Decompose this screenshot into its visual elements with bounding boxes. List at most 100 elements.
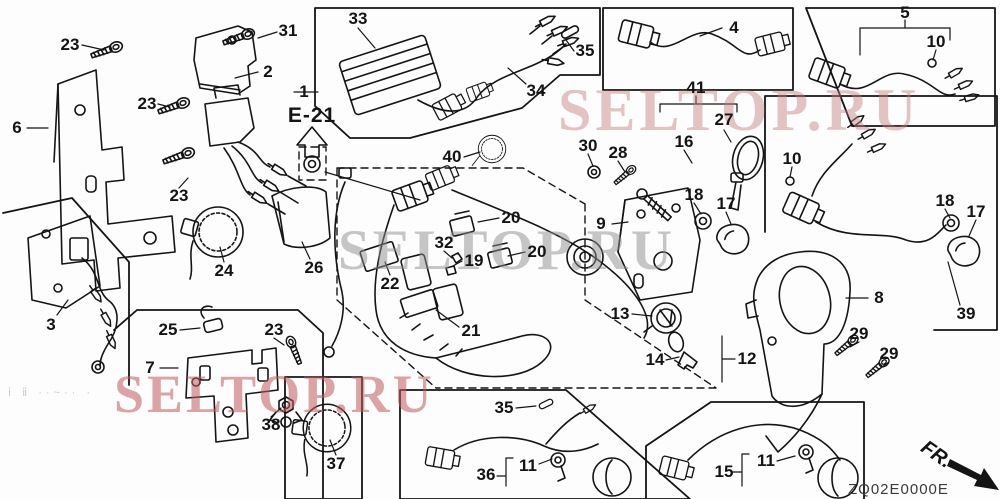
part-label-29: 29 xyxy=(879,344,899,363)
part-label-11: 11 xyxy=(757,451,775,470)
part-26-cover xyxy=(271,186,331,249)
part-14-key-set xyxy=(667,331,698,370)
part-5-harness xyxy=(807,56,981,104)
part-label-39: 39 xyxy=(956,304,976,323)
part-label-20: 20 xyxy=(527,242,547,261)
part-label-25: 25 xyxy=(158,320,178,339)
part-3-regulator xyxy=(27,215,119,374)
part-38-nut xyxy=(269,396,303,428)
part-35-tube-bottom xyxy=(537,397,555,411)
part-label-23: 23 xyxy=(169,186,189,205)
ignition-coil-and-leads xyxy=(204,84,307,215)
part-label-26: 26 xyxy=(304,258,324,277)
part-25-sensor xyxy=(200,305,224,334)
part-label-4: 4 xyxy=(729,18,739,37)
frame-harness-5 xyxy=(805,7,996,127)
reference-label-e21: E-21 xyxy=(287,104,337,127)
part-10-grommet-right xyxy=(785,176,795,186)
part-label-18: 18 xyxy=(935,191,955,210)
part-36-harness xyxy=(424,397,632,497)
section-frames xyxy=(2,7,998,499)
part-12-wire-harness xyxy=(323,162,649,378)
screw-31 xyxy=(221,26,257,49)
part-17-knob-right xyxy=(944,233,983,269)
part-label-10: 10 xyxy=(782,149,802,168)
part-label-35: 35 xyxy=(575,41,595,60)
e21-arrow-icon xyxy=(296,126,328,173)
part-label-15: 15 xyxy=(714,462,734,481)
part-label-41: 41 xyxy=(686,78,706,97)
part-4-harness xyxy=(617,18,792,58)
part-label-38: 38 xyxy=(261,415,281,434)
right-connector-group xyxy=(781,112,983,269)
part-label-17: 17 xyxy=(966,202,986,221)
frame-top-middle xyxy=(314,7,601,139)
part-label-27: 27 xyxy=(714,110,734,129)
part-label-21: 21 xyxy=(461,321,481,340)
dashed-box-e21 xyxy=(298,146,327,181)
part-17-knob-mid xyxy=(714,222,751,256)
part-label-7: 7 xyxy=(145,358,155,377)
screw-23-a xyxy=(89,39,125,62)
frame-right-group xyxy=(764,95,998,331)
screw-23-b xyxy=(156,95,192,118)
clamp-40 xyxy=(471,134,507,166)
part-27-cable-tie xyxy=(730,135,765,211)
part-label-13: 13 xyxy=(610,304,630,323)
part-11-clip-a xyxy=(550,452,566,482)
part-label-24: 24 xyxy=(214,261,234,280)
screw-23-c xyxy=(161,145,197,168)
screw-23-d xyxy=(283,334,305,367)
frame-bracket-7 xyxy=(113,309,324,499)
part-9-bracket xyxy=(617,187,701,301)
part-label-23: 23 xyxy=(137,94,157,113)
part-label-23: 23 xyxy=(264,320,284,339)
part-label-1: 1 xyxy=(299,82,309,101)
part-label-31: 31 xyxy=(278,21,298,40)
part-10-grommet xyxy=(927,58,937,68)
part-16-bolt-spring xyxy=(636,188,672,222)
part-label-16: 16 xyxy=(674,132,694,151)
part-label-35: 35 xyxy=(494,398,514,417)
part-label-3: 3 xyxy=(46,315,56,334)
part-37-clamp xyxy=(291,403,352,477)
part-7-bracket xyxy=(185,347,279,443)
part-11-clip-b xyxy=(798,444,814,474)
part-label-32: 32 xyxy=(434,233,454,252)
part-label-29: 29 xyxy=(849,324,869,343)
part-6-bracket xyxy=(53,69,176,292)
part-34-subharness xyxy=(417,12,581,122)
part-label-11: 11 xyxy=(519,456,537,475)
drawing-code: ZQ02E0000E xyxy=(848,481,949,498)
frame-clamp-37 xyxy=(284,376,363,499)
fr-arrow xyxy=(947,459,999,490)
part-30-bushing xyxy=(587,165,601,179)
part-label-40: 40 xyxy=(442,147,462,166)
part-label-14: 14 xyxy=(645,350,665,369)
part-label-10: 10 xyxy=(926,32,946,51)
print-smudge: ⅰ ⅱ ··~·· · xyxy=(8,387,94,399)
part-label-23: 23 xyxy=(60,35,80,54)
part-label-37: 37 xyxy=(326,454,346,473)
part-label-17: 17 xyxy=(716,194,736,213)
part-label-28: 28 xyxy=(608,143,628,162)
part-label-12: 12 xyxy=(737,349,757,368)
part-13-ignition-switch xyxy=(643,302,682,334)
part-8-cover xyxy=(745,250,851,453)
part-label-18: 18 xyxy=(684,185,704,204)
part-label-34: 34 xyxy=(526,81,546,100)
part-33-rectifier xyxy=(338,34,442,116)
part-label-33: 33 xyxy=(348,9,368,28)
part-18-grommet-mid xyxy=(694,212,712,230)
part-label-20: 20 xyxy=(501,208,521,227)
frame-bottom-middle xyxy=(399,389,691,499)
part-label-2: 2 xyxy=(263,62,273,81)
part-label-36: 36 xyxy=(476,465,496,484)
part-label-9: 9 xyxy=(596,214,606,233)
part-15-harness xyxy=(657,423,859,499)
frame-part-3 xyxy=(2,197,130,386)
screw-28 xyxy=(611,162,639,188)
part-label-19: 19 xyxy=(464,251,484,270)
